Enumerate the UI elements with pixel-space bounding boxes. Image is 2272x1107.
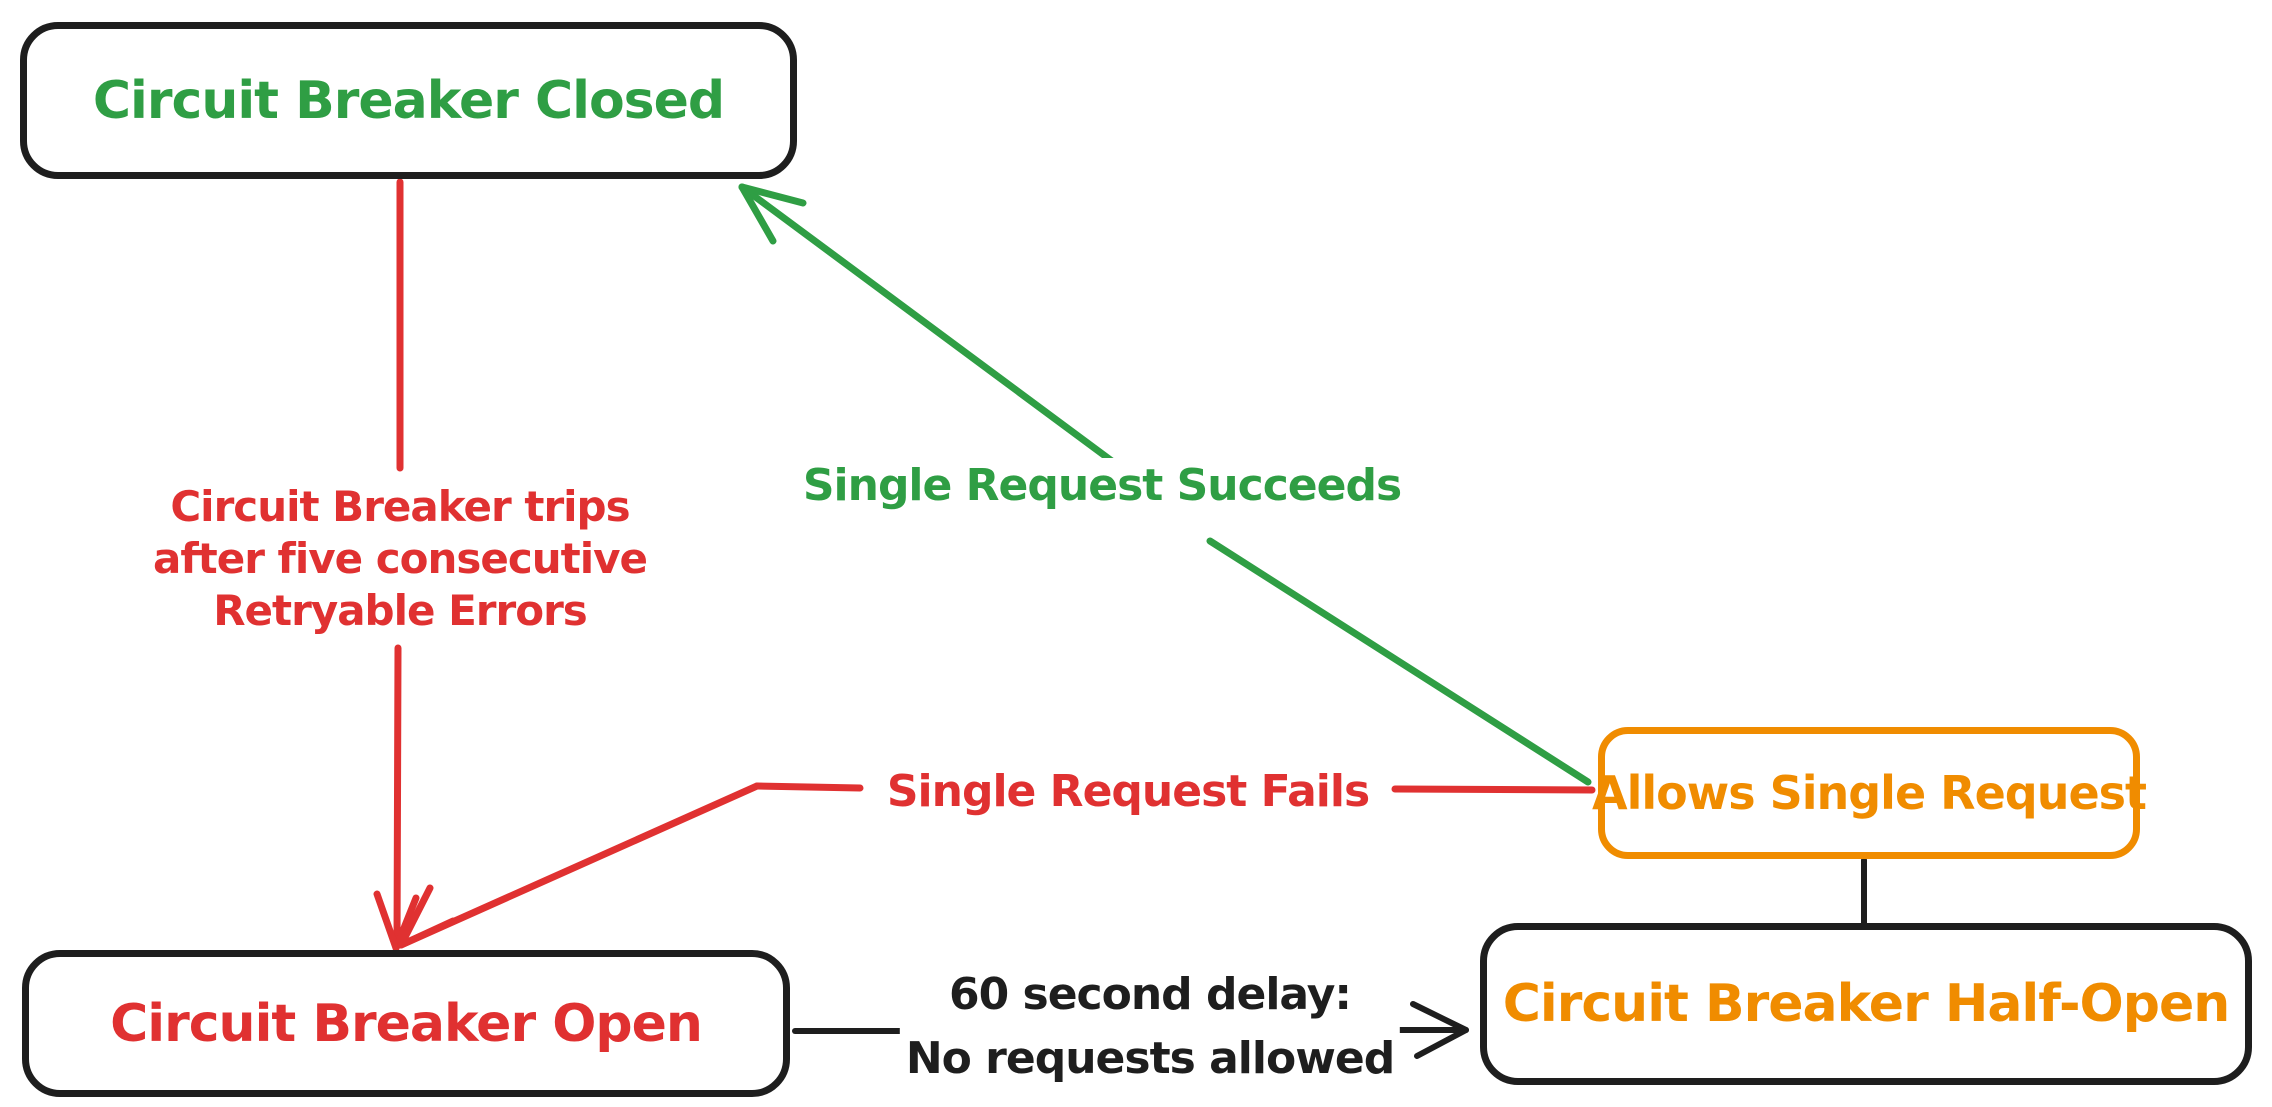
edge-fails-segment-diagonal xyxy=(397,782,761,949)
edge-label-fails: Single Request Fails xyxy=(880,764,1376,820)
edge-fails-segment-right xyxy=(1391,785,1596,794)
edge-succeeds-arrowhead-lower xyxy=(738,183,777,245)
edge-fails-arrowhead-upper xyxy=(397,884,434,949)
edge-label-succeeds: Single Request Succeeds xyxy=(796,458,1408,514)
node-allows-single-request-label: Allows Single Request xyxy=(1591,766,2147,820)
node-circuit-breaker-open-label: Circuit Breaker Open xyxy=(110,993,703,1054)
edge-trips-arrowhead-left xyxy=(373,890,400,952)
edge-label-delay-line-2: No requests allowed xyxy=(905,1033,1395,1084)
node-allows-single-request: Allows Single Request xyxy=(1592,727,2147,859)
edge-delay-arrowhead-lower xyxy=(1414,1027,1469,1059)
edge-succeeds-segment-lower xyxy=(1206,537,1592,786)
edge-trips-arrowhead-right xyxy=(392,894,420,952)
edge-label-trips-line-2: after five consecutive xyxy=(153,534,648,583)
edge-label-delay-line-1: 60 second delay: xyxy=(948,969,1352,1020)
node-circuit-breaker-open: Circuit Breaker Open xyxy=(22,950,790,1097)
edge-fails-segment-left xyxy=(753,782,864,792)
node-circuit-breaker-closed-label: Circuit Breaker Closed xyxy=(92,70,725,131)
edge-delay-arrowhead-upper xyxy=(1410,1001,1469,1033)
edge-label-trips-line-1: Circuit Breaker trips xyxy=(170,482,630,531)
edge-label-delay: 60 second delay: No requests allowed xyxy=(899,963,1401,1091)
edge-label-trips-line-3: Retryable Errors xyxy=(213,586,588,635)
edge-succeeds-segment-upper xyxy=(738,183,1124,471)
node-circuit-breaker-half-open-label: Circuit Breaker Half-Open xyxy=(1502,974,2231,1034)
edge-succeeds-arrowhead-upper xyxy=(738,183,807,207)
edge-trips-segment-bottom xyxy=(393,644,402,950)
edge-label-trips: Circuit Breaker trips after five consecu… xyxy=(147,481,653,637)
edge-fails-arrowhead-lower xyxy=(397,917,457,949)
node-circuit-breaker-half-open: Circuit Breaker Half-Open xyxy=(1480,923,2252,1085)
node-circuit-breaker-closed: Circuit Breaker Closed xyxy=(20,22,797,179)
